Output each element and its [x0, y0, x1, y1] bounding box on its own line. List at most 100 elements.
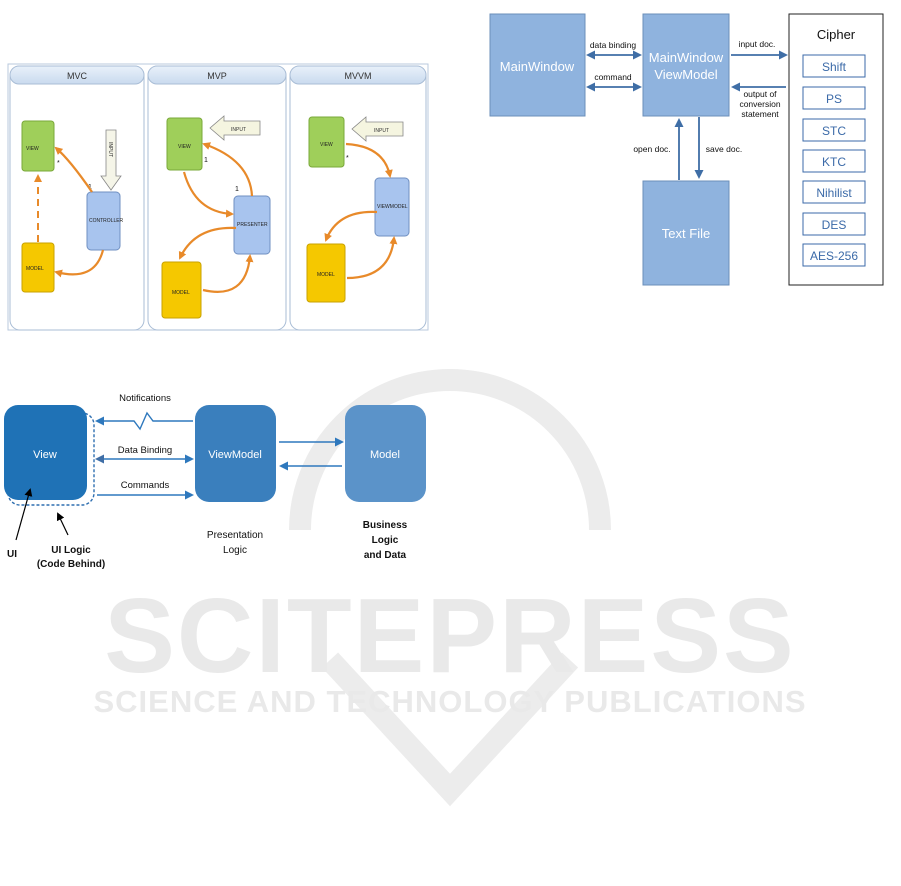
watermark-emblem: [289, 369, 611, 807]
mvp-one-view-label: 1: [204, 157, 208, 164]
input-doc-label: input doc.: [739, 39, 776, 49]
mvvm-viewmodel-box: [374, 177, 410, 237]
main-window-viewmodel-label-line2: ViewModel: [654, 67, 717, 82]
mvp-view-box: [166, 117, 203, 171]
mvvm-viewmodel-to-model-arrow: [324, 210, 378, 242]
pattern-comparison: MVC VIEW CONTROLLER MODEL INPUT 1 * MVP …: [7, 63, 429, 331]
cipher-item-label: Shift: [822, 60, 847, 74]
mvp-model-box: [161, 261, 202, 319]
mvp-presenter-to-model-arrow: [178, 226, 237, 260]
viewmodel-box: [195, 405, 276, 502]
mvvm-model-label: MODEL: [317, 272, 335, 278]
commands-label: Commands: [121, 480, 170, 491]
mvp-view-to-presenter-arrow: [182, 171, 234, 218]
ui-label: UI: [7, 549, 17, 560]
mvvm-title: MVVM: [345, 71, 372, 81]
presentation-logic-line2: Logic: [223, 545, 247, 556]
mvvm-input-label: INPUT: [374, 128, 389, 134]
mvc-input-label: INPUT: [107, 142, 113, 157]
open-doc-label: open doc.: [633, 144, 670, 154]
mvp-view-label: VIEW: [178, 144, 191, 150]
mvp-presenter-to-view-arrow: [202, 142, 254, 197]
mvp-model-to-presenter-arrow: [202, 254, 254, 293]
mvc-controller-to-view-arrow: [54, 146, 93, 193]
notifications-arrow: [95, 411, 193, 431]
mvvm-view-to-viewmodel-arrow: [345, 142, 393, 178]
mvc-controller-to-model-arrow: [54, 249, 105, 278]
mvvm-detail-diagram: View ViewModel Model Notifications Data …: [4, 393, 426, 570]
cipher-item-box: [802, 86, 866, 110]
mvp-title: MVP: [207, 71, 227, 81]
mvc-model-label: MODEL: [26, 266, 44, 272]
mvvm-view-box: [308, 116, 345, 168]
mvc-controller-label: CONTROLLER: [89, 218, 124, 224]
cipher-item-label: PS: [826, 92, 842, 106]
mvc-input-arrow: INPUT: [100, 129, 122, 191]
mvc-view-box: [21, 120, 55, 172]
main-window-viewmodel-label-line1: MainWindow: [649, 50, 724, 65]
presentation-logic-line1: Presentation: [207, 530, 263, 541]
mvp-panel: MVP VIEW INPUT PRESENTER MODEL 1 1: [147, 65, 287, 331]
mvp-model-label: MODEL: [172, 290, 190, 296]
mvvm-view-label: VIEW: [320, 142, 333, 148]
view-label: View: [33, 449, 57, 461]
mvc-title: MVC: [67, 71, 88, 81]
text-file-label: Text File: [662, 226, 710, 241]
view-box: [4, 405, 87, 500]
cipher-item-label: STC: [822, 124, 846, 138]
ui-logic-label-line1: UI Logic: [51, 545, 91, 556]
cipher-list: Shift PS STC KTC Nihilist DES AES-256: [802, 54, 866, 267]
notifications-label: Notifications: [119, 393, 171, 404]
mvc-view-label: VIEW: [26, 146, 39, 152]
main-window-viewmodel-box: [642, 13, 730, 117]
watermark-word: SCITEPRESS: [104, 577, 796, 695]
mvc-star-label: *: [57, 160, 60, 167]
architecture-diagram: MainWindow MainWindow ViewModel Text Fil…: [489, 13, 884, 286]
data-binding-label: data binding: [590, 40, 637, 50]
mvc-model-box: [21, 242, 55, 293]
cipher-item-box: [802, 243, 866, 267]
output-label-line1: output of: [743, 89, 777, 99]
model-label: Model: [370, 449, 400, 461]
business-logic-line3: and Data: [364, 550, 407, 561]
mvp-input-label: INPUT: [231, 127, 246, 133]
mvc-panel: MVC VIEW CONTROLLER MODEL INPUT 1 *: [9, 65, 145, 331]
business-logic-line2: Logic: [372, 535, 399, 546]
cipher-item-label: AES-256: [810, 249, 858, 263]
mvc-controller-box: [86, 191, 121, 251]
cipher-item-label: DES: [822, 218, 847, 232]
data-binding-detail-label: Data Binding: [118, 445, 172, 456]
mvvm-input-arrow: INPUT: [351, 116, 404, 142]
mvvm-model-to-viewmodel-arrow: [346, 236, 398, 280]
text-file-box: [642, 180, 730, 286]
mvvm-model-box: [306, 243, 346, 303]
ui-pointer-arrow: [15, 488, 33, 541]
viewmodel-label: ViewModel: [208, 449, 262, 461]
cipher-title: Cipher: [817, 27, 856, 42]
output-label-line3: statement: [741, 109, 779, 119]
cipher-item-label: Nihilist: [816, 186, 852, 200]
watermark-tagline: SCIENCE AND TECHNOLOGY PUBLICATIONS: [93, 684, 806, 719]
ui-logic-label-line2: (Code Behind): [37, 559, 105, 570]
main-window-label: MainWindow: [500, 59, 575, 74]
ui-logic-pointer-arrow: [56, 512, 69, 536]
cipher-item-box: [802, 118, 866, 142]
mvp-presenter-label: PRESENTER: [237, 222, 268, 228]
save-doc-label: save doc.: [706, 144, 742, 154]
mvp-input-arrow: INPUT: [209, 115, 261, 141]
mvvm-panel: MVVM VIEW * INPUT VIEWMODEL MODEL: [289, 65, 427, 331]
command-label: command: [594, 72, 632, 82]
model-box: [345, 405, 426, 502]
cipher-item-label: KTC: [822, 155, 846, 169]
cipher-item-box: [802, 212, 866, 236]
cipher-item-box: [802, 180, 866, 204]
output-label-line2: conversion: [739, 99, 780, 109]
cipher-item-box: [802, 149, 866, 173]
mvvm-star-label: *: [346, 155, 349, 162]
mvp-one-presenter-label: 1: [235, 186, 239, 193]
business-logic-line1: Business: [363, 520, 408, 531]
main-window-box: [489, 13, 586, 117]
mvvm-viewmodel-label: VIEWMODEL: [377, 204, 408, 210]
